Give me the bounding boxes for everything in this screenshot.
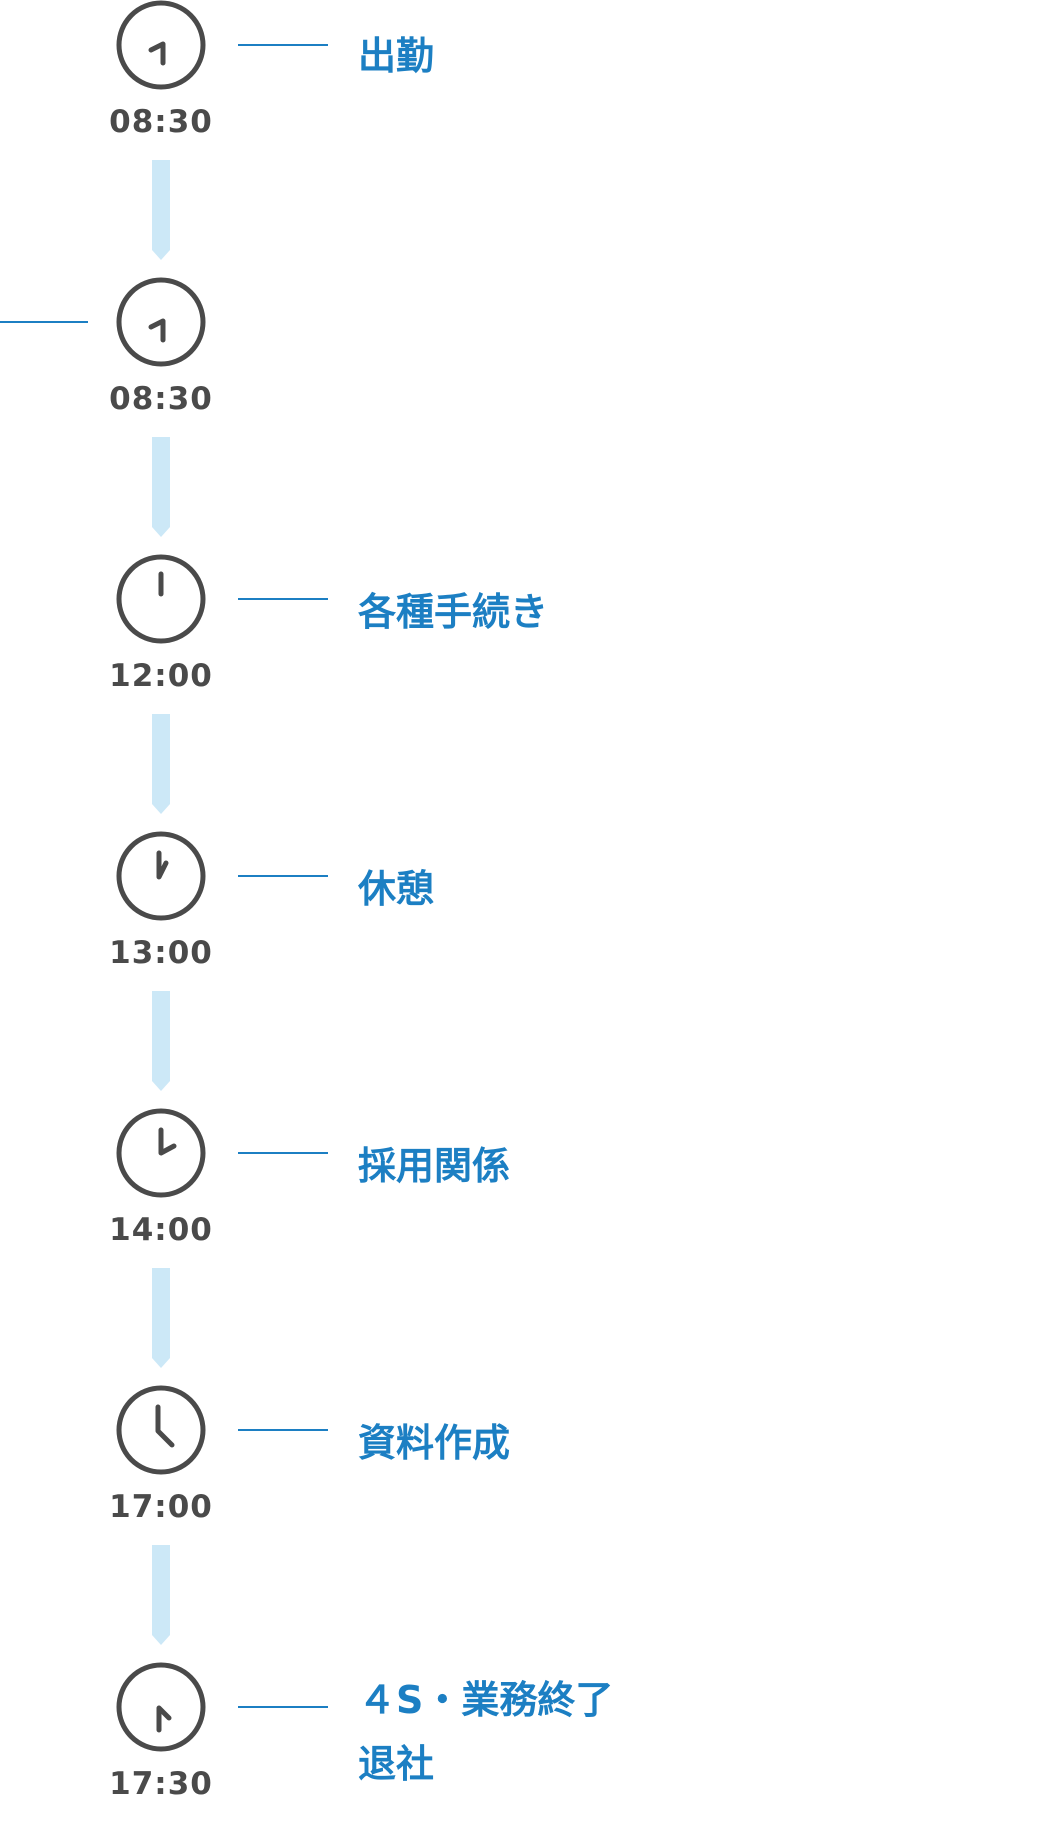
schedule-step-2: 08:30 [0,277,1060,447]
clock-icon [116,1108,206,1198]
connector-line [238,1706,328,1708]
schedule-step-6: 17:00 資料作成 [0,1385,1060,1555]
step-time: 12:00 [109,658,213,694]
step-time: 17:30 [109,1766,213,1802]
connector-line [238,1429,328,1431]
step-label: 採用関係 [358,1144,511,1188]
schedule-step-4: 13:00 休憩 [0,831,1060,1001]
step-label-line-2: 退社 [358,1742,435,1787]
clock-icon [116,554,206,644]
step-label: 資料作成 [358,1421,511,1465]
connector-line [238,875,328,877]
step-time: 13:00 [109,935,213,971]
connector-line [238,1152,328,1154]
down-arrow-icon [152,991,170,1091]
step-label: ４S・業務終了 退社 [358,1664,778,1800]
down-arrow-icon [152,437,170,537]
clock-icon [116,277,206,367]
down-arrow-icon [152,1545,170,1645]
step-label: 各種手続き [358,590,549,634]
down-arrow-icon [152,1268,170,1368]
step-label: 休憩 [358,867,435,911]
down-arrow-icon [152,714,170,814]
connector-line [238,598,328,600]
step-time: 14:00 [109,1212,213,1248]
step-time: 08:30 [109,381,213,417]
schedule-step-5: 14:00 採用関係 [0,1108,1060,1278]
down-arrow-icon [152,160,170,260]
clock-icon [116,1385,206,1475]
connector-line [238,44,328,46]
clock-icon [116,1662,206,1752]
schedule-step-7: 17:30 ４S・業務終了 退社 [0,1662,1060,1832]
clock-icon [116,831,206,921]
clock-icon [116,0,206,90]
schedule-step-1: 08:30 出勤 [0,0,1060,170]
step-time: 08:30 [109,104,213,140]
step-label-line-1: ４S・業務終了 [358,1678,614,1722]
step-label: 出勤 [358,34,435,78]
connector-line [0,321,88,323]
step-time: 17:00 [109,1489,213,1525]
schedule-step-3: 12:00 各種手続き [0,554,1060,724]
